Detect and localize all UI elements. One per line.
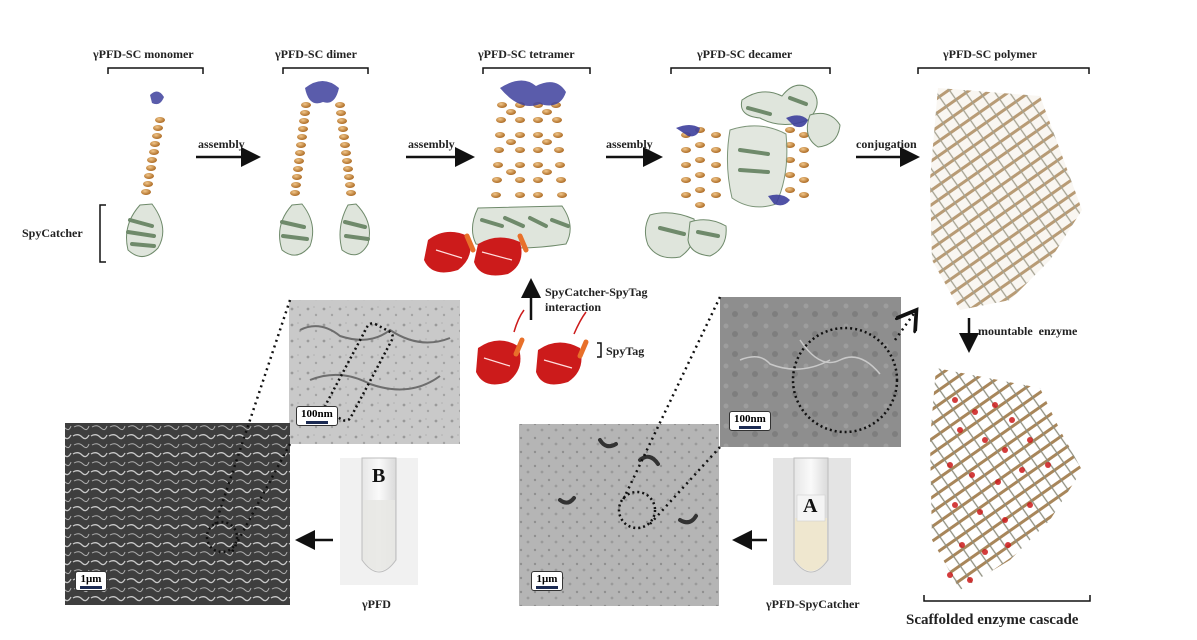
assembly-arrow-label-3: assembly (606, 137, 653, 151)
scalebar-a-zoom: 100nm (729, 411, 771, 431)
spycatcher-label: SpyCatcher (22, 226, 83, 240)
assembly-arrow-label-2: assembly (408, 137, 455, 151)
scalebar-a-zoom-text: 100nm (734, 413, 766, 425)
interaction-label-line1: SpyCatcher-SpyTag (545, 285, 648, 299)
tube-b-letter: B (372, 465, 386, 487)
monomer-label: γPFD-SC monomer (93, 47, 194, 61)
tube-a-caption: γPFD-SpyCatcher (766, 597, 860, 611)
scalebar-a-wide-text: 1μm (536, 573, 558, 585)
tube-a-letter: A (803, 495, 818, 517)
assembly-arrow-label-1: assembly (198, 137, 245, 151)
conjugation-arrow-label: conjugation (856, 137, 917, 151)
decamer-label: γPFD-SC decamer (697, 47, 793, 61)
mountable-enzyme-label: mountable enzyme (978, 324, 1078, 338)
tube-b-caption: γPFD (362, 597, 391, 611)
interaction-label-line2: interaction (545, 300, 601, 314)
scalebar-b-zoom: 100nm (296, 406, 338, 426)
cascade-caption: Scaffolded enzyme cascade (906, 612, 1079, 628)
scalebar-b-wide-text: 1μm (80, 573, 102, 585)
tetramer-label: γPFD-SC tetramer (478, 47, 575, 61)
scalebar-b-zoom-text: 100nm (301, 408, 333, 420)
scalebar-a-wide: 1μm (531, 571, 563, 591)
polymer-label: γPFD-SC polymer (943, 47, 1037, 61)
scalebar-b-wide: 1μm (75, 571, 107, 591)
spytag-label: SpyTag (606, 344, 645, 358)
dimer-label: γPFD-SC dimer (275, 47, 357, 61)
